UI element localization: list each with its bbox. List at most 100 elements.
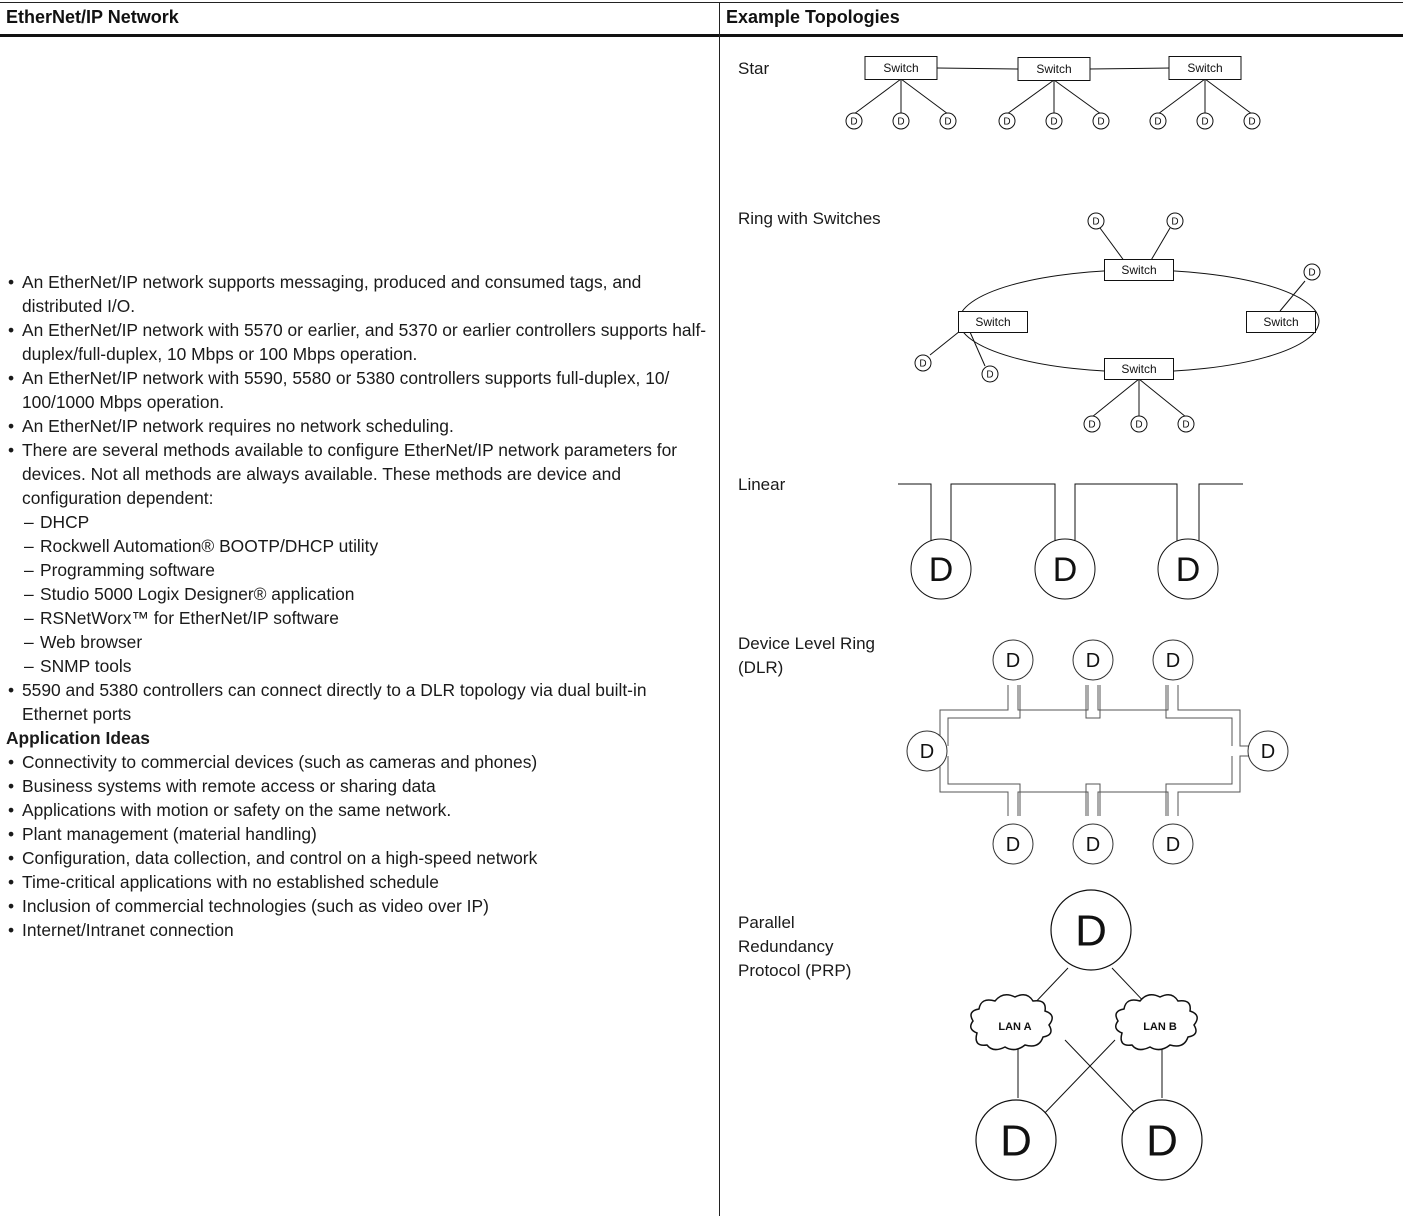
link-line: [1064, 1039, 1141, 1119]
cloud-shape: [1115, 994, 1198, 1051]
device-label: D: [1261, 741, 1275, 763]
device-node: [1196, 112, 1214, 130]
list-item: Configuration, data collection, and cont…: [6, 846, 716, 870]
device-label: D: [1086, 834, 1100, 856]
device-node: [1072, 639, 1114, 681]
device-label: D: [944, 117, 951, 128]
device-node: [1166, 212, 1184, 230]
device-label: D: [1053, 551, 1078, 589]
sub-list-item: DHCP: [22, 510, 716, 534]
list-item: An EtherNet/IP network supports messagin…: [6, 270, 716, 318]
application-ideas-list: Connectivity to commercial devices (such…: [6, 750, 716, 942]
device-label: D: [1135, 420, 1142, 431]
header-divider: [0, 34, 1403, 37]
link-line: [969, 331, 986, 367]
sub-list-item: Programming software: [22, 558, 716, 582]
cloud-shape: [970, 994, 1053, 1051]
device-label: D: [1003, 117, 1010, 128]
header-example-topologies: Example Topologies: [726, 7, 900, 27]
device-label: D: [1097, 117, 1104, 128]
lan-a-cloud: LAN A: [970, 994, 1053, 1051]
ring-label: Ring with Switches: [738, 209, 881, 228]
device-node: [992, 639, 1034, 681]
column-divider: [719, 2, 720, 1216]
switch-box: [1017, 57, 1091, 81]
drop-line: [1157, 78, 1206, 115]
device-label: D: [1006, 650, 1020, 672]
switch-label: Switch: [975, 315, 1010, 329]
list-item-config-methods: There are several methods available to c…: [6, 438, 716, 678]
device-label: D: [1248, 117, 1255, 128]
sub-list-item: SNMP tools: [22, 654, 716, 678]
switch-box: [1104, 358, 1174, 380]
prp-label: Parallel Redundancy Protocol (PRP): [738, 913, 852, 980]
device-node: [906, 730, 948, 772]
device-node: [1243, 112, 1261, 130]
drop-line: [1006, 79, 1055, 115]
device-node: [1303, 263, 1321, 281]
sub-list-item: Studio 5000 Logix Designer® application: [22, 582, 716, 606]
application-ideas-heading: Application Ideas: [6, 728, 150, 748]
device-node: [1072, 823, 1114, 865]
device-label: D: [1176, 551, 1201, 589]
switch-box: [958, 311, 1028, 333]
table-top-border: [0, 2, 1403, 3]
trunk-line: [1088, 67, 1172, 70]
device-node: [1121, 1099, 1203, 1181]
device-node: [939, 112, 957, 130]
device-label: D: [1088, 420, 1095, 431]
list-item: An EtherNet/IP network with 5570 or earl…: [6, 318, 716, 366]
list-item: Business systems with remote access or s…: [6, 774, 716, 798]
switch-box: [1168, 56, 1242, 80]
device-node: [1050, 889, 1132, 971]
link-line: [1138, 378, 1187, 418]
device-node: [910, 538, 972, 600]
lan-label: LAN B: [1143, 1021, 1177, 1033]
device-node: [1130, 415, 1148, 433]
device-label: D: [1086, 650, 1100, 672]
device-node: [1247, 730, 1289, 772]
cable-line: [898, 483, 932, 544]
device-node: [1152, 823, 1194, 865]
feature-list: An EtherNet/IP network supports messagin…: [6, 270, 716, 726]
device-node: [1083, 415, 1101, 433]
list-item-text: There are several methods available to c…: [22, 440, 678, 508]
device-node: [998, 112, 1016, 130]
star-label: Star: [738, 59, 770, 78]
link-line: [1279, 280, 1306, 312]
device-node: [1045, 112, 1063, 130]
switch-box: [1246, 311, 1316, 333]
cable-line: [1074, 483, 1178, 544]
device-label: D: [929, 551, 954, 589]
switch-box: [864, 56, 938, 80]
header-ethernet-ip-network: EtherNet/IP Network: [6, 7, 179, 27]
cable-line: [950, 483, 1056, 544]
switch-label: Switch: [1036, 62, 1071, 76]
device-label: D: [897, 117, 904, 128]
description-column: An EtherNet/IP network supports messagin…: [6, 270, 716, 942]
drop-line: [1053, 79, 1102, 115]
link-line: [1091, 378, 1140, 418]
sub-list-item: Rockwell Automation® BOOTP/DHCP utility: [22, 534, 716, 558]
drop-line: [1204, 78, 1253, 115]
list-item: Connectivity to commercial devices (such…: [6, 750, 716, 774]
switch-label: Switch: [1121, 263, 1156, 277]
device-node: [1034, 538, 1096, 600]
device-node: [1177, 415, 1195, 433]
device-node: [1087, 212, 1105, 230]
config-methods-list: DHCP Rockwell Automation® BOOTP/DHCP uti…: [22, 510, 716, 678]
lan-b-cloud: LAN B: [1115, 994, 1198, 1051]
device-node: [975, 1099, 1057, 1181]
trunk-line: [936, 67, 1020, 70]
list-item: An EtherNet/IP network with 5590, 5580 o…: [6, 366, 716, 414]
device-label: D: [850, 117, 857, 128]
switch-label: Switch: [883, 61, 918, 75]
device-label: D: [919, 359, 926, 370]
device-label: D: [1146, 1117, 1178, 1166]
list-item: Time-critical applications with no estab…: [6, 870, 716, 894]
switch-label: Switch: [1121, 362, 1156, 376]
